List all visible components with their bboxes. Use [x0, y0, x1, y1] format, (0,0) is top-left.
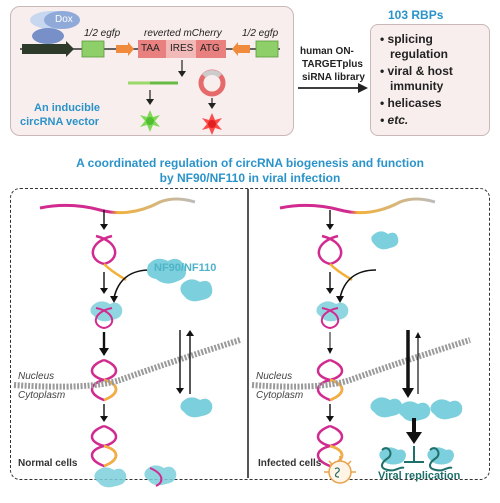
nucleus-label-right: Nucleus [256, 371, 293, 382]
rbp-item-2: • viral & host [380, 64, 453, 78]
library-line3: siRNA library [302, 72, 365, 83]
reverted-mcherry-label: reverted mCherry [144, 28, 222, 39]
taa-label: TAA [141, 43, 160, 54]
taa-box [138, 40, 166, 58]
viral-replication-label: Viral replication [378, 470, 461, 482]
nf90-label: NF90/NF110 [154, 262, 217, 274]
nuclear-membrane-right [251, 337, 471, 390]
egfp-left-label: 1/2 egfp [84, 28, 121, 39]
rbp-item-1b: regulation [390, 47, 449, 61]
library-line1: human ON- [300, 46, 354, 57]
rbp-item-1: • splicing [380, 32, 433, 46]
cytoplasm-label-right: Cytoplasm [256, 390, 304, 401]
mechanism-diagram [13, 197, 471, 488]
vector-caption-line1: An inducible [34, 102, 100, 114]
headline-line2: by NF90/NF110 in viral infection [159, 171, 341, 185]
rbp-title: 103 RBPs [388, 8, 444, 22]
dox-ellipse-front [44, 11, 80, 29]
vector-diagram [20, 11, 368, 135]
rbp-item-4: • etc. [380, 113, 409, 127]
egfp-right-exon [255, 40, 279, 58]
vector-caption-line2: circRNA vector [20, 116, 100, 128]
nf90-protein-2 [180, 279, 213, 302]
viral-rna-left [381, 447, 405, 472]
promoter-blob [32, 28, 64, 44]
orange-arrow-right [232, 42, 250, 56]
ires-label: IRES [170, 43, 194, 54]
orange-arrow-left [116, 42, 134, 56]
rbp-item-2b: immunity [390, 79, 444, 93]
looped-rna-right [317, 234, 343, 266]
atg-label: ATG [200, 43, 220, 54]
infected-cells-label: Infected cells [258, 458, 322, 469]
rbp-item-3: • helicases [380, 96, 442, 110]
virus-icon [324, 456, 356, 484]
ires-box [166, 40, 196, 58]
nf90-protein-1 [147, 258, 186, 284]
bottom-frame [10, 188, 490, 480]
pre-mrna-left [39, 197, 196, 215]
dox-label: Dox [55, 14, 73, 25]
promoter-arrow [22, 41, 74, 57]
normal-cells-label: Normal cells [18, 458, 78, 469]
headline-line1: A coordinated regulation of circRNA biog… [76, 156, 424, 170]
panel-divider [247, 189, 249, 478]
looped-rna-left [91, 234, 117, 266]
viral-rna-right [429, 447, 453, 472]
cytoplasm-label-left: Cytoplasm [18, 390, 66, 401]
green-fluorescence-icon [140, 110, 160, 132]
pre-mrna-right [279, 197, 436, 215]
rbp-box [370, 24, 490, 136]
nf90-protein-r1 [371, 231, 399, 250]
library-line2: TARGETplus [302, 59, 363, 70]
atg-box [196, 40, 226, 58]
red-fluorescence-icon [202, 113, 222, 135]
nucleus-label-left: Nucleus [18, 371, 55, 382]
egfp-right-label: 1/2 egfp [242, 28, 279, 39]
nuclear-membrane-left [13, 337, 241, 390]
egfp-left-exon [81, 40, 105, 58]
